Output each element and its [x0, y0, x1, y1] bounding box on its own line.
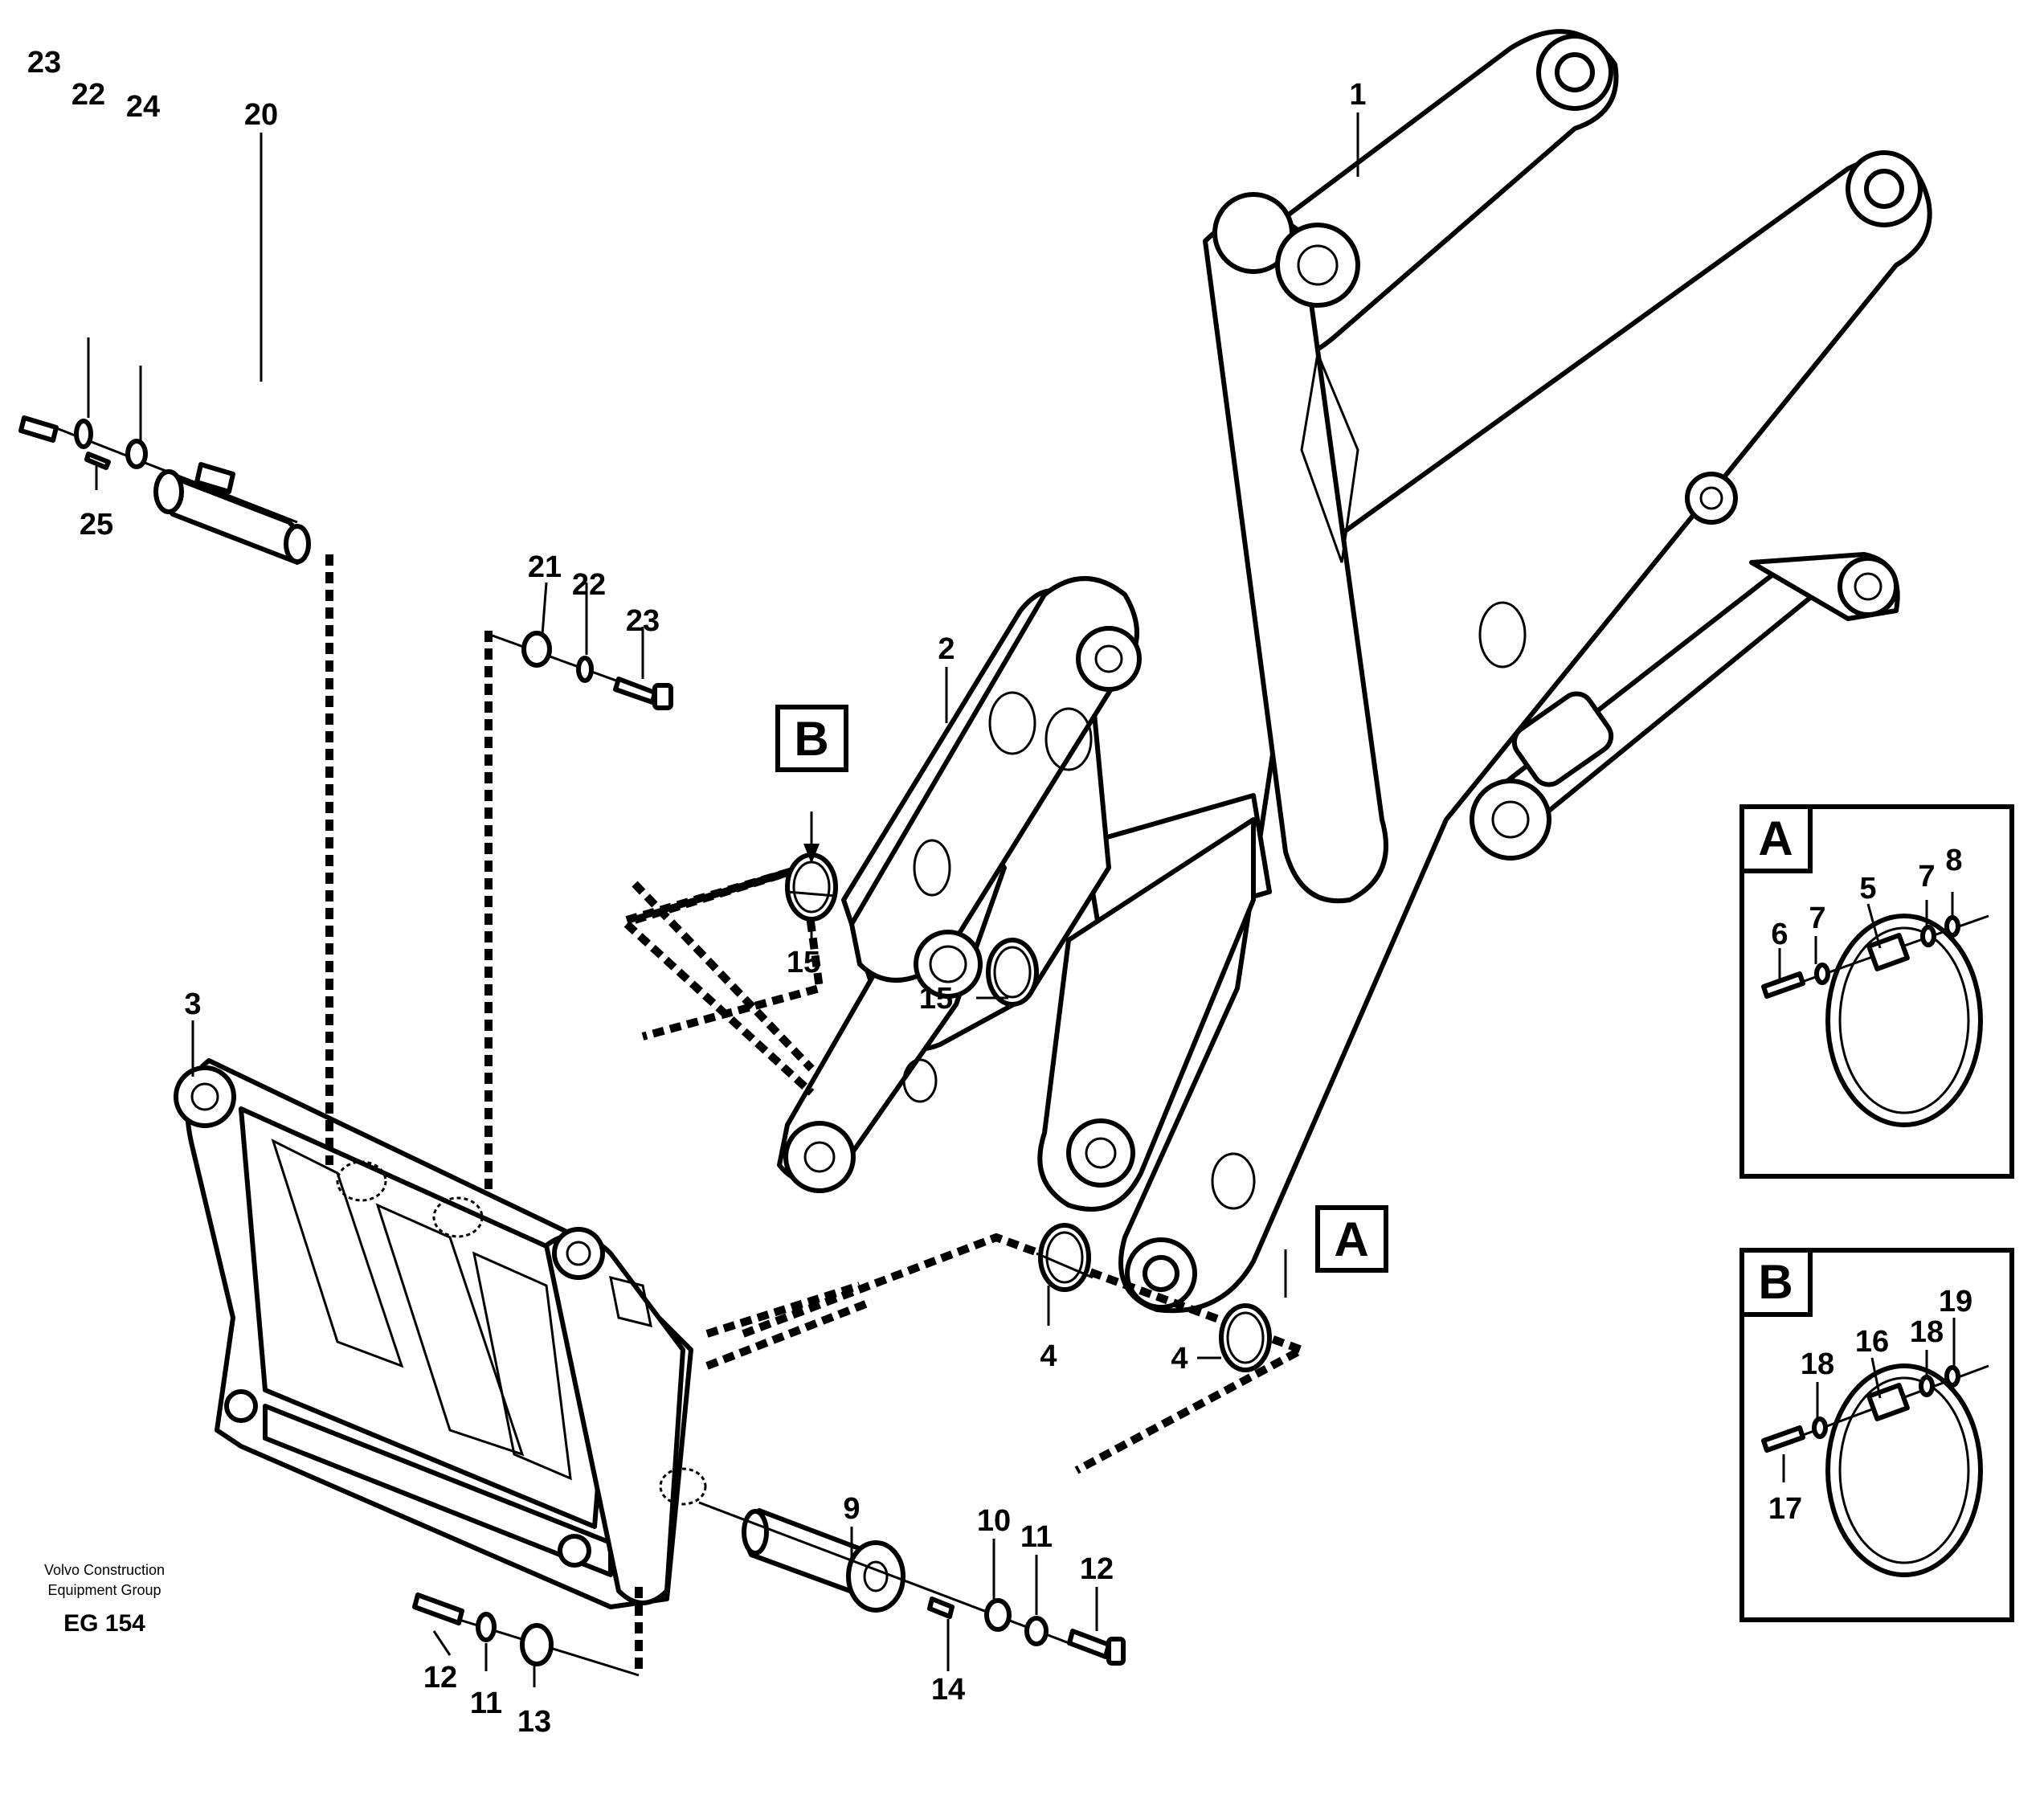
callout-10: 10: [977, 1504, 1011, 1538]
lift-arm-assembly: [1037, 29, 1932, 1314]
callout-21: 21: [528, 550, 562, 584]
diagram-code: EG 154: [63, 1610, 145, 1637]
credit-block: Volvo Construction Equipment Group EG 15…: [44, 1562, 165, 1637]
detail-a-callout-8: 8: [1945, 844, 1962, 877]
callout-15b: 15: [919, 982, 953, 1016]
pin-9: [742, 1508, 905, 1613]
callout-11a: 11: [1020, 1520, 1053, 1554]
detail-box-b: B 17 18 16 18 19: [1739, 1248, 2014, 1622]
reference-markers: B A: [775, 705, 1388, 1273]
detail-box-b-label: B: [1758, 1255, 1793, 1309]
callout-leaders: [87, 112, 1359, 1687]
detail-a-callout-5: 5: [1859, 872, 1876, 906]
reference-marker-a-label: A: [1334, 1212, 1368, 1266]
link-assembly: [777, 576, 1142, 1193]
detail-box-a: A 6 7 5 7 8: [1739, 804, 2014, 1179]
callout-25: 25: [80, 508, 113, 542]
callout-14: 14: [931, 1673, 965, 1707]
callout-20: 20: [244, 98, 278, 132]
reference-marker-b-label: B: [794, 712, 828, 766]
callout-15a: 15: [787, 946, 820, 979]
callout-9: 9: [843, 1492, 860, 1526]
detail-b-callout-19: 19: [1939, 1285, 1972, 1319]
callout-23b: 23: [626, 604, 660, 638]
detail-box-a-label: A: [1758, 812, 1793, 865]
pin-20: [153, 462, 311, 565]
hardware-parts: [18, 415, 1126, 1677]
credit-line-1: Volvo Construction: [44, 1562, 165, 1578]
callout-4b: 4: [1171, 1342, 1188, 1376]
detail-b-callout-16: 16: [1855, 1325, 1889, 1359]
credit-line-2: Equipment Group: [47, 1582, 161, 1598]
detail-b-callout-18a: 18: [1801, 1347, 1834, 1381]
assembly-guide-lines: [325, 554, 1312, 1675]
detail-a-callout-6: 6: [1771, 918, 1788, 951]
callout-3: 3: [184, 987, 201, 1021]
callout-4a: 4: [1040, 1339, 1057, 1373]
detail-b-callout-17: 17: [1768, 1492, 1802, 1526]
callout-12a: 12: [1080, 1552, 1114, 1586]
callout-23a: 23: [27, 46, 61, 80]
callout-1: 1: [1349, 78, 1366, 112]
callout-13: 13: [517, 1705, 551, 1739]
detail-b-callout-18b: 18: [1910, 1315, 1944, 1349]
callout-24: 24: [126, 90, 160, 124]
detail-a-callout-7a: 7: [1809, 902, 1825, 935]
callout-11b: 11: [470, 1686, 502, 1720]
reference-marker-b: [775, 705, 848, 772]
callout-22b: 22: [572, 568, 606, 602]
callout-2: 2: [938, 632, 955, 666]
callout-12b: 12: [423, 1661, 457, 1695]
callout-labels: 1 2 3 4 4 9 10 11 11 12 12 13 14 15 15 2…: [27, 46, 1367, 1739]
seal-rings: [785, 852, 1272, 1372]
detail-a-callout-7b: 7: [1918, 860, 1935, 893]
attachment-bracket: [174, 1058, 707, 1609]
callout-22a: 22: [72, 78, 105, 112]
reference-marker-a: [1315, 1205, 1388, 1273]
